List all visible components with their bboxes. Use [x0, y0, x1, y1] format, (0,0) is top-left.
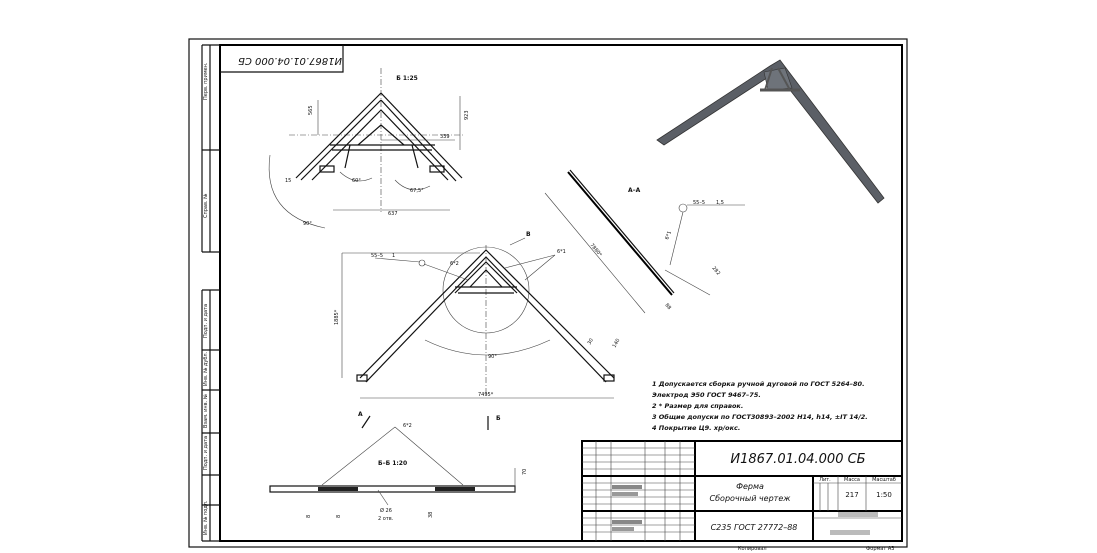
side-label-6: Инв. № подл.	[203, 500, 209, 535]
note-4: 3 Общие допуски по ГОСТ30893–2002 Н14, h…	[652, 413, 868, 421]
dim-565: 565	[308, 105, 314, 115]
dim-923: 923	[464, 110, 470, 120]
arrow-b-label: Б	[496, 415, 501, 422]
col-mass: Масса	[844, 477, 860, 483]
note-5: 4 Покрытие Ц9. хр/окс.	[652, 424, 740, 432]
scale-value: 1:50	[876, 491, 892, 499]
title-block: И1867.01.04.000 СБ Ферма Сборочный черте…	[581, 440, 903, 542]
section-a-a: А–А 7880* 282 88 55–5 1,5 6*1	[544, 169, 745, 314]
view-b-label: Б 1:25	[396, 75, 418, 82]
left-margin-strip: Перв. примен. Справ. № Подп. и дата Инв.…	[201, 44, 220, 542]
callout-v: В	[526, 231, 531, 238]
weld-callout-1: 55–5	[371, 253, 383, 259]
dim-1885: 1885*	[334, 309, 340, 325]
designation: И1867.01.04.000 СБ	[730, 452, 865, 467]
weld-leg-1: 6*2	[450, 261, 459, 267]
weld-leg-2: 6*1	[557, 249, 566, 255]
dim-67: 67,5°	[410, 188, 424, 194]
dim-140: 140	[612, 338, 622, 349]
section-bb-label: Б–Б 1:20	[378, 460, 407, 467]
dim-38: 38	[428, 512, 434, 518]
dim-15: 15	[285, 178, 291, 184]
dim-2ot: 2 отв.	[378, 516, 394, 522]
dim-60: 60°	[352, 178, 361, 184]
dim-26: Ø 26	[380, 507, 392, 514]
rotated-code-text: И1867.01.04.000 СБ	[238, 55, 342, 66]
mass-value: 217	[845, 491, 858, 499]
rotated-code-box: И1867.01.04.000 СБ	[220, 45, 344, 73]
dim-637: 637	[388, 211, 398, 217]
side-label-2: Подп. и дата	[203, 304, 209, 338]
dim-90b: 90°	[488, 354, 497, 360]
side-label-3: Инв. № дубл.	[203, 351, 209, 386]
note-2: Электрод Э50 ГОСТ 9467–75.	[652, 391, 761, 399]
col-scale: Масштаб	[872, 477, 896, 483]
side-label-0: Перв. примен.	[203, 62, 209, 100]
arrow-a-label: А	[358, 411, 363, 418]
section-b-b: А Б Б–Б 1:20 6*2 70 Ø 26 2 отв. 8 8 38	[269, 411, 528, 522]
dim-339: 339	[440, 134, 450, 140]
isometric-view	[656, 59, 885, 204]
weld-callout-2: 55–5	[693, 200, 705, 206]
format-label: Формат А3	[866, 546, 894, 552]
side-label-4: Взам. инв. №	[203, 393, 209, 428]
weld-callout-2b: 1,5	[716, 200, 724, 206]
view-b-truss: Б 1:25 565 923 339 60° 67,5° 637	[268, 68, 470, 229]
weld-leg-4: 6*2	[403, 423, 412, 429]
dim-70: 70	[522, 469, 528, 475]
weld-leg-3: 6*1	[664, 230, 673, 240]
copied-label: Копировал	[738, 546, 767, 552]
dim-90a: 90°	[303, 221, 312, 227]
side-label-5: Подп. и дата	[203, 436, 209, 470]
dim-30: 30	[587, 337, 595, 346]
side-label-1: Справ. №	[203, 193, 209, 218]
dim-7880: 7880*	[588, 242, 603, 258]
material: С235 ГОСТ 27772–88	[711, 523, 798, 532]
note-3: 2 * Размер для справок.	[652, 402, 743, 410]
title-line2: Сборочный чертеж	[710, 494, 792, 503]
dim-8a: 8	[306, 515, 312, 518]
dim-282: 282	[710, 265, 721, 276]
dim-7495: 7495*	[478, 392, 494, 398]
main-truss-view: 1885* 7495* 90° 30 140 55–5 1 6*2 6*1 В	[334, 231, 622, 399]
dim-88: 88	[663, 302, 672, 311]
col-lit: Лит.	[819, 477, 831, 483]
technical-notes: 1 Допускается сборка ручной дуговой по Г…	[652, 380, 868, 432]
weld-callout-1b: 1	[392, 253, 395, 259]
sheet-inner-frame	[219, 44, 903, 542]
title-line1: Ферма	[736, 482, 764, 491]
sheet-outer-border	[188, 38, 908, 548]
dim-8b: 8	[336, 515, 342, 518]
section-aa-label: А–А	[628, 187, 641, 194]
note-1: 1 Допускается сборка ручной дуговой по Г…	[652, 380, 865, 388]
